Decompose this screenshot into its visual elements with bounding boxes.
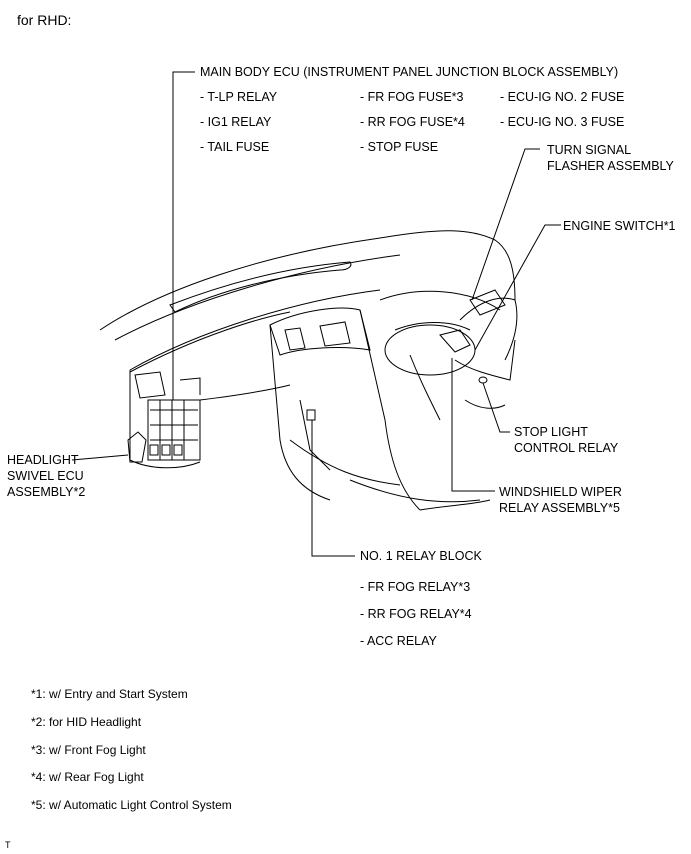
relay-block-item: - RR FOG RELAY*4 — [360, 607, 472, 621]
ecu-item: - FR FOG FUSE*3 — [360, 90, 464, 104]
engine-switch-label: ENGINE SWITCH*1 — [563, 219, 676, 233]
turn-signal-label: FLASHER ASSEMBLY — [547, 159, 674, 173]
ecu-item: - RR FOG FUSE*4 — [360, 115, 465, 129]
footnote: *4: w/ Rear Fog Light — [31, 770, 144, 784]
ecu-item: - T-LP RELAY — [200, 90, 278, 104]
ecu-item: - ECU-IG NO. 3 FUSE — [500, 115, 625, 129]
ecu-item: - TAIL FUSE — [200, 140, 270, 154]
ecu-item: - ECU-IG NO. 2 FUSE — [500, 90, 625, 104]
relay-block-item: - ACC RELAY — [360, 634, 437, 648]
footnote: *2: for HID Headlight — [31, 715, 142, 729]
stop-light-label: STOP LIGHT — [514, 425, 588, 439]
relay-block-item: - FR FOG RELAY*3 — [360, 580, 471, 594]
footnote: *1: w/ Entry and Start System — [31, 687, 188, 701]
footnote: *5: w/ Automatic Light Control System — [31, 798, 232, 812]
ecu-item: - STOP FUSE — [360, 140, 439, 154]
main-body-ecu-label: MAIN BODY ECU (INSTRUMENT PANEL JUNCTION… — [200, 65, 619, 79]
headlight-swivel-label: ASSEMBLY*2 — [7, 485, 86, 499]
footnote: *3: w/ Front Fog Light — [31, 743, 146, 757]
headlight-swivel-label: HEADLIGHT — [7, 453, 79, 467]
stop-light-label: CONTROL RELAY — [514, 441, 619, 455]
header-label: for RHD: — [17, 12, 72, 28]
relay-block-label: NO. 1 RELAY BLOCK — [360, 549, 482, 563]
headlight-swivel-label: SWIVEL ECU — [7, 469, 84, 483]
corner-mark: T — [5, 840, 11, 850]
ecu-item: - IG1 RELAY — [200, 115, 272, 129]
wiper-relay-label: RELAY ASSEMBLY*5 — [499, 501, 620, 515]
turn-signal-label: TURN SIGNAL — [547, 143, 632, 157]
wiper-relay-label: WINDSHIELD WIPER — [499, 485, 622, 499]
